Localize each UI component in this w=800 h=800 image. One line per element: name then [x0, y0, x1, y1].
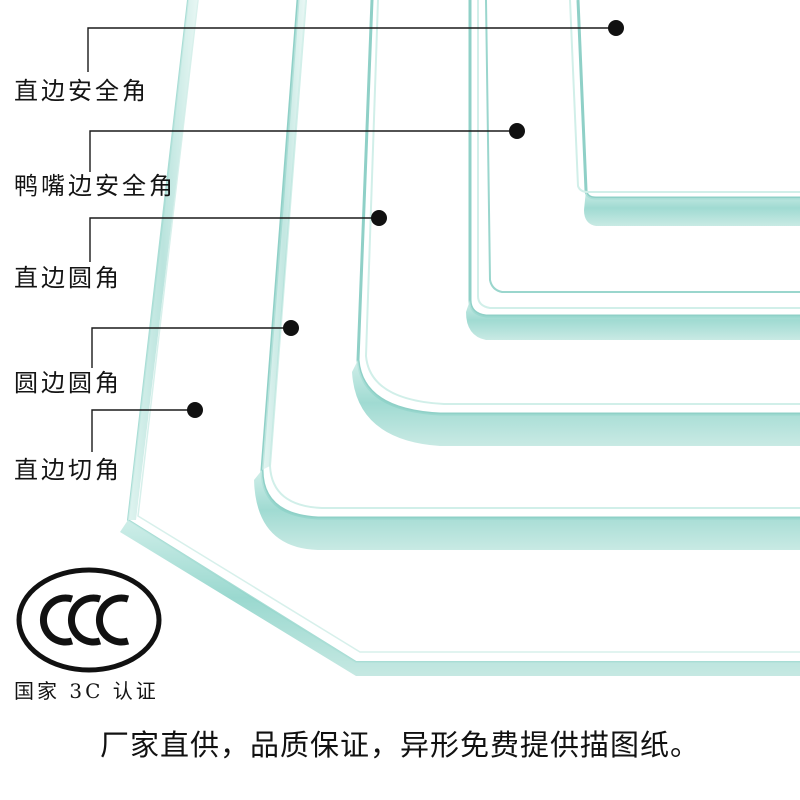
glass-sample-duckbill-safety-corner — [466, 0, 800, 340]
glass-sample-round-edge-round-corner — [254, 0, 800, 550]
glass-sample-straight-round-corner — [352, 0, 800, 446]
callout-dot-1 — [608, 20, 624, 36]
footer-slogan: 厂家直供，品质保证，异形免费提供描图纸。 — [99, 728, 700, 762]
callout-line-2 — [89, 130, 517, 172]
label-straight-chamfer-corner: 直边切角 — [14, 456, 122, 484]
label-straight-round-corner: 直边圆角 — [14, 264, 122, 292]
callout-dot-5 — [187, 402, 203, 418]
label-straight-safety-corner: 直边安全角 — [14, 77, 149, 105]
label-duckbill-safety-corner: 鸭嘴边安全角 — [14, 172, 176, 200]
callout-line-1 — [87, 27, 616, 72]
callout-dot-2 — [509, 123, 525, 139]
callout-line-4 — [91, 327, 291, 368]
label-round-edge-round-corner: 圆边圆角 — [14, 369, 122, 397]
callout-dot-4 — [283, 320, 299, 336]
certification-label: 国家 3C 认证 — [14, 679, 159, 703]
callout-line-3 — [89, 217, 379, 262]
callout-line-5 — [91, 409, 195, 452]
callout-dots — [187, 20, 624, 418]
callout-lines — [87, 27, 616, 452]
glass-sample-straight-safety-corner — [569, 0, 800, 226]
ccc-certification-logo — [16, 567, 162, 673]
callout-dot-3 — [371, 210, 387, 226]
